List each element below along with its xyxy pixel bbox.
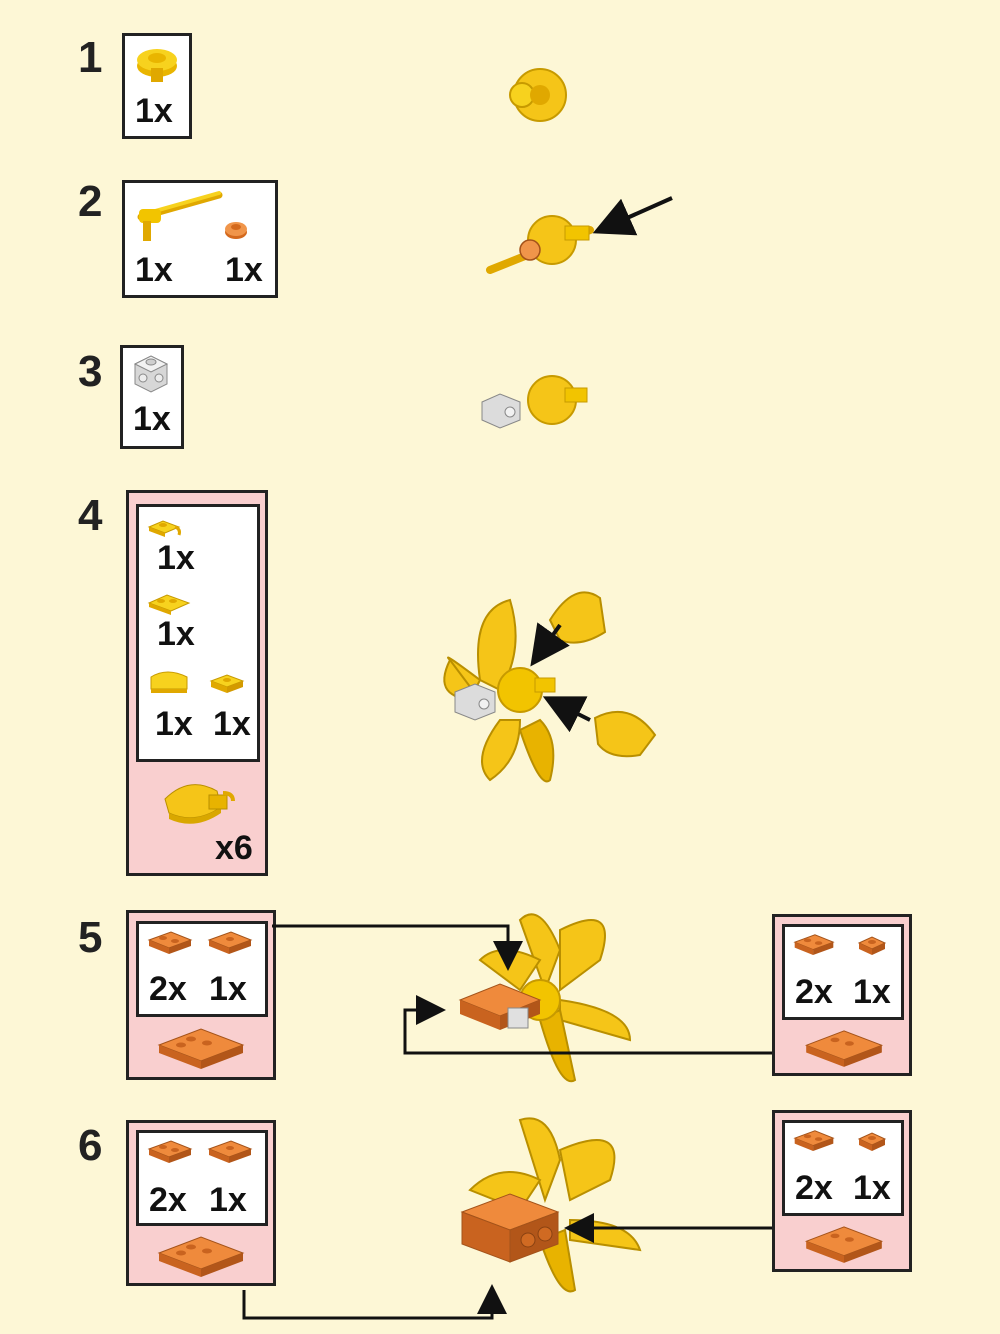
part-qty: 2x <box>149 1181 187 1219</box>
step-number-6: 6 <box>78 1121 103 1170</box>
step-number-2: 2 <box>78 177 103 226</box>
yellow-curved-slope-icon <box>150 671 188 693</box>
submodel-panel-step-4: 1x 1x 1x 1x <box>126 490 268 876</box>
part-qty: 1x <box>135 251 173 289</box>
orange-jumper-plate-icon <box>207 931 253 954</box>
yellow-tile-icon <box>209 674 245 693</box>
part-qty: 1x <box>853 973 891 1011</box>
step-3-model <box>481 375 588 429</box>
part-qty: 1x <box>157 539 195 577</box>
orange-plate-1x2-icon <box>147 1140 193 1163</box>
orange-round-plate-icon <box>225 222 247 239</box>
orange-plate-assembly-icon <box>157 1028 245 1069</box>
part-qty: 1x <box>133 400 171 438</box>
orange-plate-1x2-icon <box>147 931 193 954</box>
part-qty: 2x <box>795 1169 833 1207</box>
yellow-flower-plate-icon <box>137 49 177 82</box>
part-qty: 1x <box>225 251 263 289</box>
orange-plate-assembly-icon <box>157 1236 245 1277</box>
step-5-model <box>272 913 772 1083</box>
step-number-1: 1 <box>78 33 103 82</box>
orange-jumper-plate-icon <box>207 1140 253 1163</box>
submodel-panel-step-5-left: 2x 1x <box>126 910 276 1080</box>
orange-plate-1x2-icon <box>793 934 835 956</box>
part-qty: 2x <box>795 973 833 1011</box>
yellow-bar-holder-icon <box>137 191 223 241</box>
parts-list-step-6-left: 2x 1x <box>136 1130 268 1226</box>
step-6-model <box>242 1117 772 1320</box>
parts-list-step-3: 1x <box>120 345 184 449</box>
step-4-model <box>443 591 657 783</box>
step-number-4: 4 <box>78 491 103 540</box>
part-qty: 2x <box>149 970 187 1008</box>
parts-list-step-6-right: 2x 1x <box>782 1120 904 1216</box>
parts-list-step-5-right: 2x 1x <box>782 924 904 1020</box>
orange-plate-1x1-icon <box>857 936 887 955</box>
white-brick-studs-icon <box>133 355 169 393</box>
submodel-panel-step-6-left: 2x 1x <box>126 1120 276 1286</box>
part-qty: 1x <box>209 1181 247 1219</box>
step-1-model <box>509 68 567 122</box>
step-2-model <box>486 196 673 274</box>
submodel-panel-step-5-right: 2x 1x <box>772 914 912 1076</box>
submodel-multiplier: x6 <box>215 829 253 867</box>
parts-list-step-2: 1x 1x <box>122 180 278 298</box>
submodel-panel-step-6-right: 2x 1x <box>772 1110 912 1272</box>
part-qty: 1x <box>853 1169 891 1207</box>
orange-plate-1x2-icon <box>793 1130 835 1152</box>
orange-plate-assembly-icon <box>804 1226 884 1263</box>
part-qty: 1x <box>157 615 195 653</box>
orange-plate-1x1-icon <box>857 1132 887 1151</box>
parts-list-step-4: 1x 1x 1x 1x <box>136 504 260 762</box>
part-qty: 1x <box>209 970 247 1008</box>
step-number-3: 3 <box>78 347 103 396</box>
orange-plate-assembly-icon <box>804 1030 884 1067</box>
part-qty: 1x <box>213 705 251 743</box>
parts-list-step-5-left: 2x 1x <box>136 921 268 1017</box>
part-qty: 1x <box>155 705 193 743</box>
yellow-petal-submodel-icon <box>164 784 235 824</box>
part-qty: 1x <box>135 92 173 130</box>
yellow-plate-bar-icon <box>147 594 191 615</box>
step-number-5: 5 <box>78 913 103 962</box>
parts-list-step-1: 1x <box>122 33 192 139</box>
yellow-plate-clip-icon <box>147 520 181 537</box>
